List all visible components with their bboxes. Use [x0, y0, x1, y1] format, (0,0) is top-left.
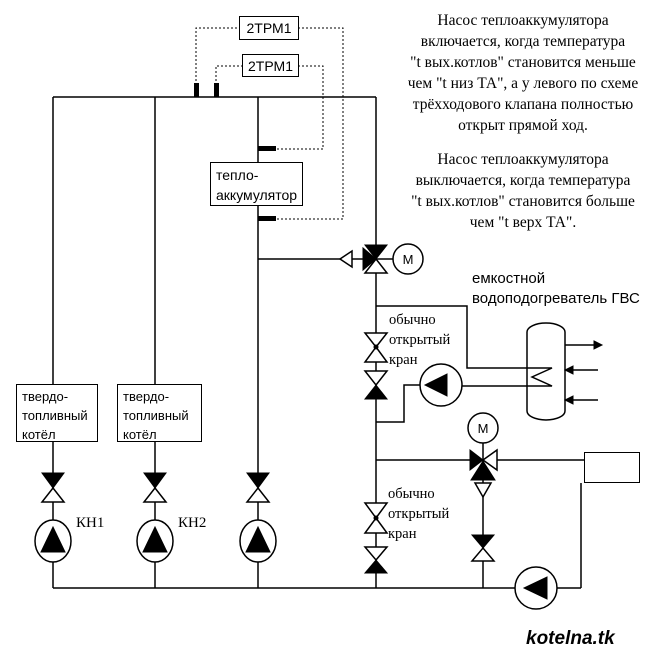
normally-open-valve-1 — [363, 332, 389, 363]
valve-port-right — [481, 448, 498, 472]
dhw-tank — [526, 322, 604, 421]
pump-impeller-arrow — [423, 373, 448, 397]
heating-load-box — [584, 452, 640, 483]
valve-port-left — [362, 246, 377, 272]
accumulator-bottom-sensor — [258, 216, 276, 221]
boiler-outlet-sensor-1 — [194, 83, 199, 97]
dhw-coil-supply — [376, 305, 552, 369]
pump-kn2 — [136, 519, 174, 563]
dhw-out-arrow — [593, 340, 604, 350]
shutoff-valve-right-lower — [363, 546, 389, 574]
valve-triangle — [363, 516, 389, 534]
pump-kn2-label: КН2 — [178, 515, 207, 531]
normally-open-valve1-note: обычно открытый кран — [389, 312, 451, 368]
motor2-label: M — [478, 421, 489, 436]
pump-impeller-arrow — [142, 525, 168, 553]
shutoff-valve-load-return — [470, 534, 496, 562]
heat-accumulator-box: тепло- аккумулятор — [210, 162, 303, 206]
cold-in-arrow-1 — [563, 365, 574, 375]
controller-2trm1-box-2: 2ТРМ1 — [242, 54, 299, 77]
valve-triangle — [246, 472, 270, 489]
pump-kn1 — [34, 519, 72, 563]
valve-port-left — [469, 448, 484, 472]
check-valve-2 — [473, 482, 493, 499]
valve-triangle — [363, 502, 389, 520]
boiler-outlet-sensor-2 — [214, 83, 219, 97]
dhw-coil-inside — [527, 367, 553, 387]
cold-in-arrow-2 — [563, 395, 574, 405]
check-valve-1 — [338, 249, 353, 269]
valve-triangle — [363, 370, 389, 387]
valve-port-top — [363, 244, 389, 260]
boiler2-box: твердо- топливный котёл — [117, 384, 202, 442]
valve-triangle — [143, 472, 167, 489]
pump-impeller-arrow — [245, 525, 271, 553]
controller-wiring — [195, 27, 344, 220]
pump-impeller-arrow — [40, 525, 66, 553]
pump-off-note: Насос теплоаккумулятора выключается, ког… — [411, 151, 635, 231]
pump-impeller-arrow — [522, 576, 548, 600]
sensor-wire-3 — [276, 27, 344, 220]
boiler2-label: твердо- топливный котёл — [123, 389, 189, 442]
sensor-wire-2 — [215, 65, 243, 84]
valve-triangle — [363, 332, 389, 349]
boiler1-box: твердо- топливный котёл — [16, 384, 98, 442]
pump-kn1-label: КН1 — [76, 515, 105, 531]
valve-triangle — [363, 384, 389, 400]
valve-triangle — [363, 345, 389, 363]
valve-port-bottom — [363, 257, 389, 274]
shutoff-valve-boiler2 — [142, 472, 168, 503]
motor-actuator-1 — [392, 243, 424, 275]
pump-on-note: Насос теплоаккумулятора включается, когд… — [407, 12, 639, 134]
normally-open-valve-2 — [363, 502, 389, 534]
valve-port-bottom — [470, 460, 496, 481]
three-way-valve-1: M — [338, 243, 424, 275]
normally-open-valve2-note: обычно открытый кран — [388, 486, 450, 542]
shutoff-valve-right-upper — [363, 370, 389, 400]
valve-triangle — [245, 486, 271, 503]
pump-dhw — [419, 363, 463, 407]
sensor-wire-1 — [195, 27, 241, 84]
motor1-label: M — [403, 252, 414, 267]
boiler1-label: твердо- топливный котёл — [22, 389, 88, 442]
motor-actuator-2 — [467, 412, 499, 444]
accumulator-top-sensor — [258, 146, 276, 151]
three-way-valve-2: M — [467, 412, 499, 499]
dhw-heater-label: емкостной водоподогреватель ГВС — [472, 270, 640, 307]
valve-triangle — [363, 559, 389, 574]
valve-triangle — [470, 534, 496, 549]
pump-heating-loop — [514, 566, 558, 610]
controller-2trm1-box-1: 2ТРМ1 — [239, 16, 299, 40]
heat-accumulator-label: тепло- аккумулятор — [216, 167, 298, 203]
shutoff-valve-boiler1 — [40, 472, 66, 503]
watermark: kotelna.tk — [526, 628, 615, 649]
valve-ball-dot — [373, 344, 379, 350]
controller1-label: 2ТРМ1 — [246, 20, 292, 36]
temperature-sensors — [194, 83, 276, 221]
sensor-wire-4 — [276, 65, 324, 150]
valve-triangle — [41, 472, 65, 489]
valve-triangle — [142, 486, 168, 503]
valve-triangle — [470, 546, 496, 562]
valve-triangle — [40, 486, 66, 503]
pump-heat-accumulator — [239, 519, 277, 563]
valve-triangle — [363, 546, 389, 562]
valve-ball-dot — [373, 515, 379, 521]
shutoff-valve-accumulator — [245, 472, 271, 503]
controller2-label: 2ТРМ1 — [248, 57, 293, 74]
dhw-pump-return — [376, 384, 421, 423]
